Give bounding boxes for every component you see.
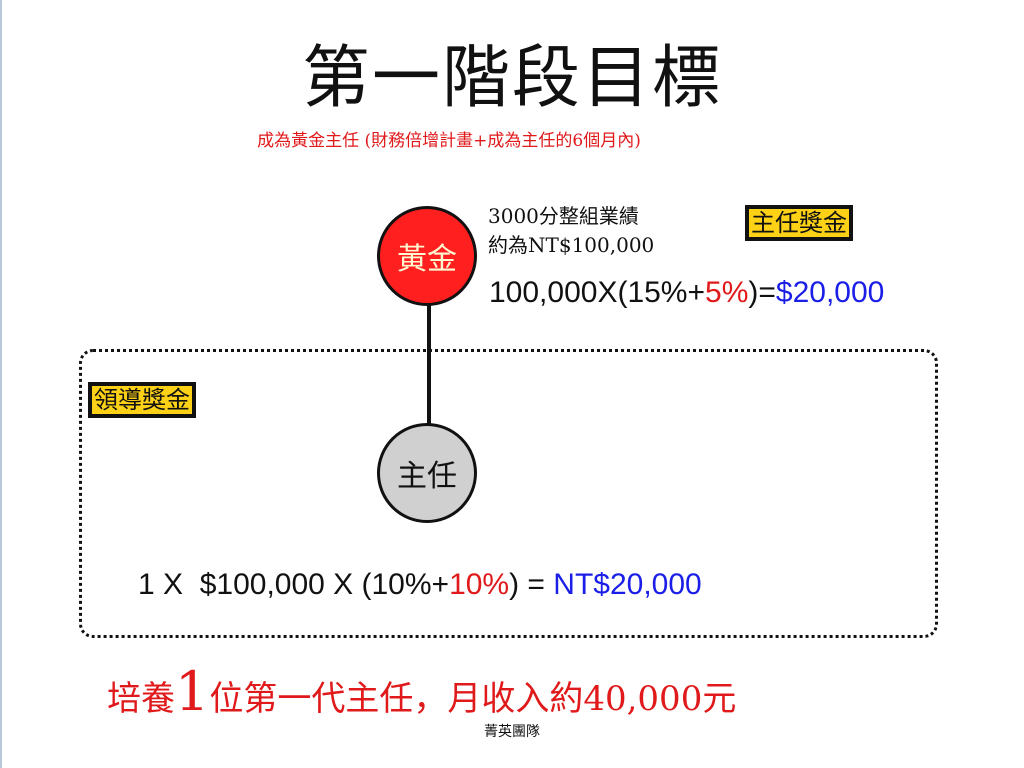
team-sales-line-2: 約為NT$100,000: [488, 233, 655, 257]
slide-title: 第一階段目標: [301, 39, 722, 118]
director-bonus-formula: 100,000X(15%+5%)=$20,000: [489, 276, 884, 310]
leadership-bonus-region: [79, 349, 938, 638]
gold-to-director-connector: [427, 300, 431, 428]
director-formula-prefix: 100,000X(15%+: [489, 276, 706, 309]
leadership-formula-prefix: 1 X $100,000 X (10%+: [138, 568, 450, 601]
leadership-bonus-tag: 領導獎金: [88, 382, 196, 418]
slide-left-border: [0, 0, 2, 768]
director-formula-highlight: 5%: [705, 276, 749, 309]
director-bonus-tag: 主任獎金: [745, 205, 853, 241]
leadership-bonus-formula: 1 X $100,000 X (10%+10%) = NT$20,000: [138, 568, 702, 602]
conclusion-number: 1: [175, 660, 210, 723]
director-node: 主任: [377, 423, 477, 523]
gold-node: 黃金: [377, 206, 477, 306]
leadership-formula-result: NT$20,000: [553, 568, 702, 601]
leadership-formula-mid: ) =: [509, 568, 554, 601]
footer-team-name: 菁英團隊: [484, 724, 540, 740]
leadership-formula-highlight: 10%: [449, 568, 510, 601]
team-sales-note: 3000分整組業績 約為NT$100,000: [488, 202, 654, 260]
director-formula-result: $20,000: [775, 276, 885, 309]
gold-node-label: 黃金: [397, 242, 457, 277]
director-node-label: 主任: [397, 459, 457, 494]
conclusion-part-1: 培養: [107, 679, 175, 719]
conclusion-part-2: 位第一代主任，月收入約40,000元: [209, 679, 737, 719]
team-sales-line-1: 3000分整組業績: [488, 204, 639, 228]
income-conclusion: 培養1位第一代主任，月收入約40,000元: [107, 664, 736, 727]
slide-subtitle: 成為黃金主任 (財務倍增計畫+成為主任的6個月內): [257, 131, 641, 151]
director-formula-mid: )=: [748, 276, 776, 309]
